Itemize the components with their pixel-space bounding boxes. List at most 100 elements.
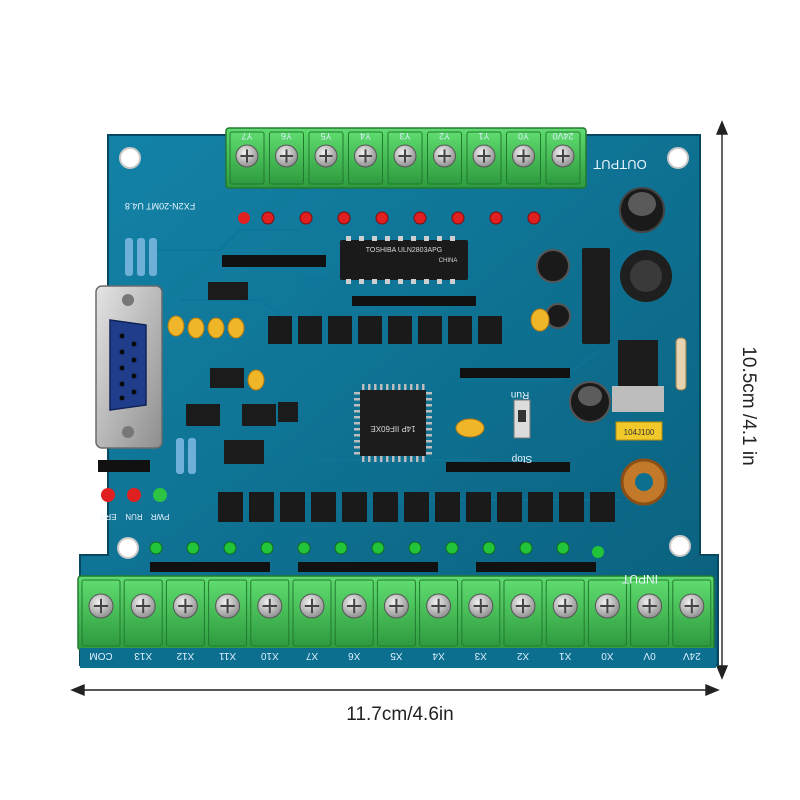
- optocoupler: [373, 492, 398, 522]
- status-leds: [101, 488, 167, 502]
- output-led: [261, 211, 275, 225]
- output-led: [299, 211, 313, 225]
- input-terminal-label: X4: [432, 650, 445, 661]
- status-led-label: RUN: [125, 512, 143, 521]
- output-led: [413, 211, 427, 225]
- input-label-strip: [80, 648, 716, 668]
- input-led: [149, 541, 163, 555]
- input-terminal-label: X0: [601, 650, 614, 661]
- uln2803-chip: [340, 236, 468, 284]
- input-terminal: [461, 579, 501, 647]
- output-terminal: [387, 131, 423, 185]
- input-terminal: [630, 579, 670, 647]
- small-ics: [186, 282, 298, 464]
- mount-hole-bottom-right: [669, 535, 691, 557]
- output-terminal-label: Y4: [360, 131, 371, 141]
- output-terminal: [308, 131, 344, 185]
- input-led: [186, 541, 200, 555]
- inductor-104j100: [615, 421, 663, 441]
- input-terminal: [334, 579, 374, 647]
- db9-serial-connector: [95, 285, 163, 449]
- uln2803-label: TOSHIBA ULN2803APG: [366, 247, 443, 254]
- output-led: [451, 211, 465, 225]
- input-led: [556, 541, 570, 555]
- optocoupler: [388, 316, 412, 344]
- output-terminal-label: Y1: [478, 131, 489, 141]
- optocoupler: [311, 492, 336, 522]
- output-terminal-label: 24V0: [552, 131, 573, 141]
- input-led-row: [149, 541, 604, 558]
- input-terminal-label: X13: [134, 650, 152, 661]
- voltage-regulator: [582, 248, 664, 412]
- input-terminal: [419, 579, 459, 647]
- optocoupler: [249, 492, 274, 522]
- output-led: [375, 211, 389, 225]
- optocoupler: [435, 492, 460, 522]
- output-label: OUTPUT: [593, 157, 647, 172]
- optocoupler: [298, 316, 322, 344]
- power-inductor: [620, 250, 672, 302]
- input-led: [482, 541, 496, 555]
- input-led: [408, 541, 422, 555]
- input-terminal-label: X11: [219, 650, 236, 661]
- mount-hole-bottom-left: [117, 537, 139, 559]
- input-terminal-label: 0V: [643, 650, 656, 661]
- input-led: [260, 541, 274, 555]
- output-terminal-label: Y5: [320, 131, 331, 141]
- input-terminal-label: X3: [474, 650, 487, 661]
- input-terminal: [208, 579, 248, 647]
- input-terminal: [587, 579, 627, 647]
- input-led: [371, 541, 385, 555]
- optocoupler: [478, 316, 502, 344]
- optocoupler: [497, 492, 522, 522]
- input-terminal: [123, 579, 163, 647]
- mcu-label: 14P IIF60XE: [370, 424, 415, 433]
- optocoupler: [590, 492, 615, 522]
- mcu-chip: [354, 384, 432, 462]
- optocoupler-row-top: [268, 316, 502, 344]
- input-terminal-label: COM: [89, 650, 112, 661]
- height-dimension-label: 10.5cm /4.1 in: [738, 346, 759, 466]
- output-terminal-label: Y0: [518, 131, 529, 141]
- output-led: [337, 211, 351, 225]
- output-terminal: [427, 131, 462, 185]
- optocoupler: [342, 492, 367, 522]
- input-terminal-label: X1: [559, 650, 572, 661]
- electrolytic-capacitors: [536, 187, 665, 423]
- mount-hole-top-left: [119, 147, 141, 169]
- input-terminal-label: X5: [390, 650, 403, 661]
- optocoupler: [528, 492, 553, 522]
- optocoupler: [448, 316, 472, 344]
- optocoupler: [466, 492, 491, 522]
- pin-headers: [98, 255, 596, 572]
- optocoupler: [218, 492, 243, 522]
- input-terminal: [165, 579, 205, 647]
- run-stop-switch: [513, 399, 531, 439]
- input-led: [297, 541, 311, 555]
- input-terminal: [250, 579, 290, 647]
- optocoupler: [328, 316, 352, 344]
- input-terminal: [376, 579, 416, 647]
- input-led: [445, 541, 459, 555]
- output-terminal-block: [225, 127, 587, 189]
- output-terminal: [466, 131, 502, 185]
- output-led-row: [238, 211, 541, 225]
- input-terminal: [81, 579, 121, 647]
- resistors: [125, 238, 687, 474]
- mount-hole-top-right: [667, 147, 689, 169]
- optocoupler: [418, 316, 442, 344]
- input-terminal-label: 24V: [683, 650, 701, 661]
- output-terminal-label: Y3: [399, 131, 410, 141]
- input-terminal-label: X7: [305, 650, 318, 661]
- output-led: [527, 211, 541, 225]
- output-led: [489, 211, 503, 225]
- model-label: FX2N-20MT U4.8: [125, 201, 195, 211]
- output-terminal: [545, 131, 581, 185]
- input-terminal-label: X2: [516, 650, 529, 661]
- input-led: [592, 546, 604, 558]
- output-terminal-label: Y7: [241, 131, 252, 141]
- status-led-label: ERR: [99, 512, 116, 521]
- input-terminal-label: X10: [260, 650, 278, 661]
- optocoupler: [404, 492, 429, 522]
- output-terminal-label: Y2: [439, 131, 450, 141]
